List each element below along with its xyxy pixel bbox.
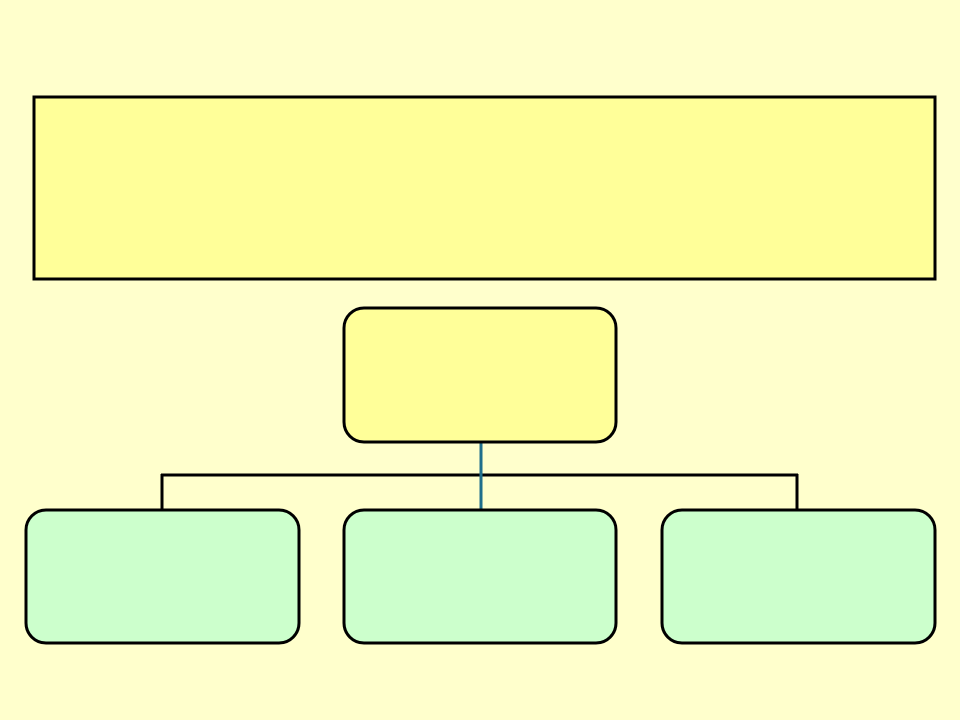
child-box-1-shape (24, 508, 301, 645)
title-box-shape (32, 95, 937, 281)
child-box-2-shape (342, 508, 618, 645)
parent-box-shape (342, 306, 618, 444)
child-box-1[interactable] (24, 508, 301, 645)
title-box[interactable] (32, 95, 937, 281)
child-box-3-shape (660, 508, 937, 645)
connector-lines (160, 441, 799, 510)
parent-box[interactable] (342, 306, 618, 444)
child-box-2[interactable] (342, 508, 618, 645)
child-box-3[interactable] (660, 508, 937, 645)
